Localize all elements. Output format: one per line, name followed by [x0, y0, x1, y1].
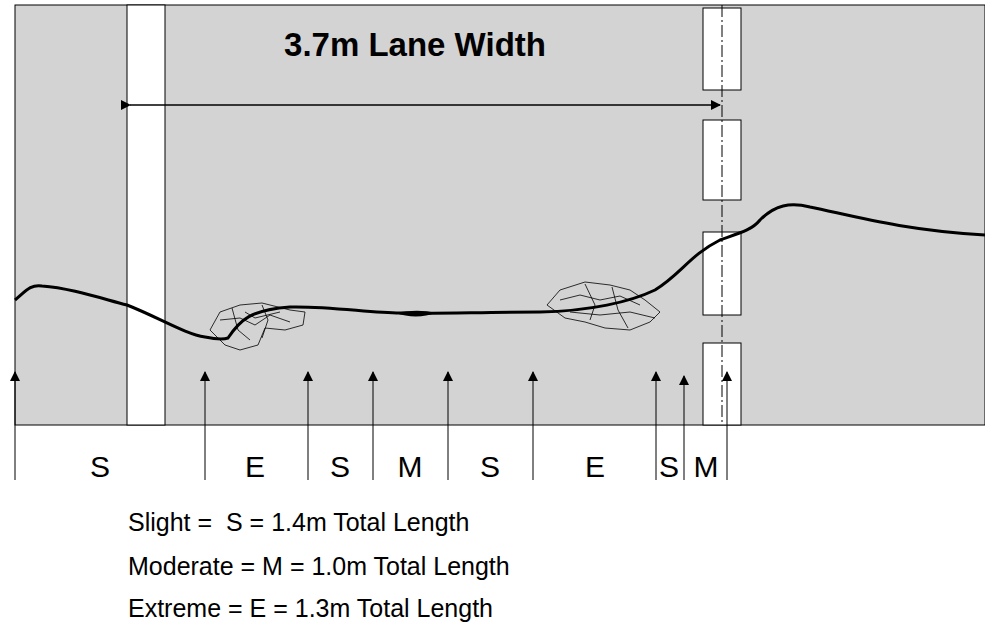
pavement — [15, 5, 985, 425]
dimension-line — [130, 104, 720, 106]
severity-label: E — [245, 452, 265, 482]
severity-label: M — [694, 452, 719, 482]
legend-note: Extreme = E = 1.3m Total Length — [128, 596, 493, 621]
crack-mesh — [210, 282, 660, 350]
severity-label: S — [659, 452, 679, 482]
section-arrows — [15, 372, 727, 480]
centre-line — [722, 5, 723, 425]
crack — [15, 205, 985, 339]
edge-line — [127, 5, 165, 425]
legend-note: Moderate = M = 1.0m Total Length — [128, 554, 510, 579]
severity-label: M — [398, 452, 423, 482]
severity-label: S — [480, 452, 500, 482]
severity-label: E — [585, 452, 605, 482]
severity-label: S — [90, 452, 110, 482]
legend-note: Slight = S = 1.4m Total Length — [128, 510, 469, 535]
dimension-label: 3.7m Lane Width — [284, 28, 546, 61]
severity-label: S — [330, 452, 350, 482]
crack-widening — [395, 311, 435, 317]
